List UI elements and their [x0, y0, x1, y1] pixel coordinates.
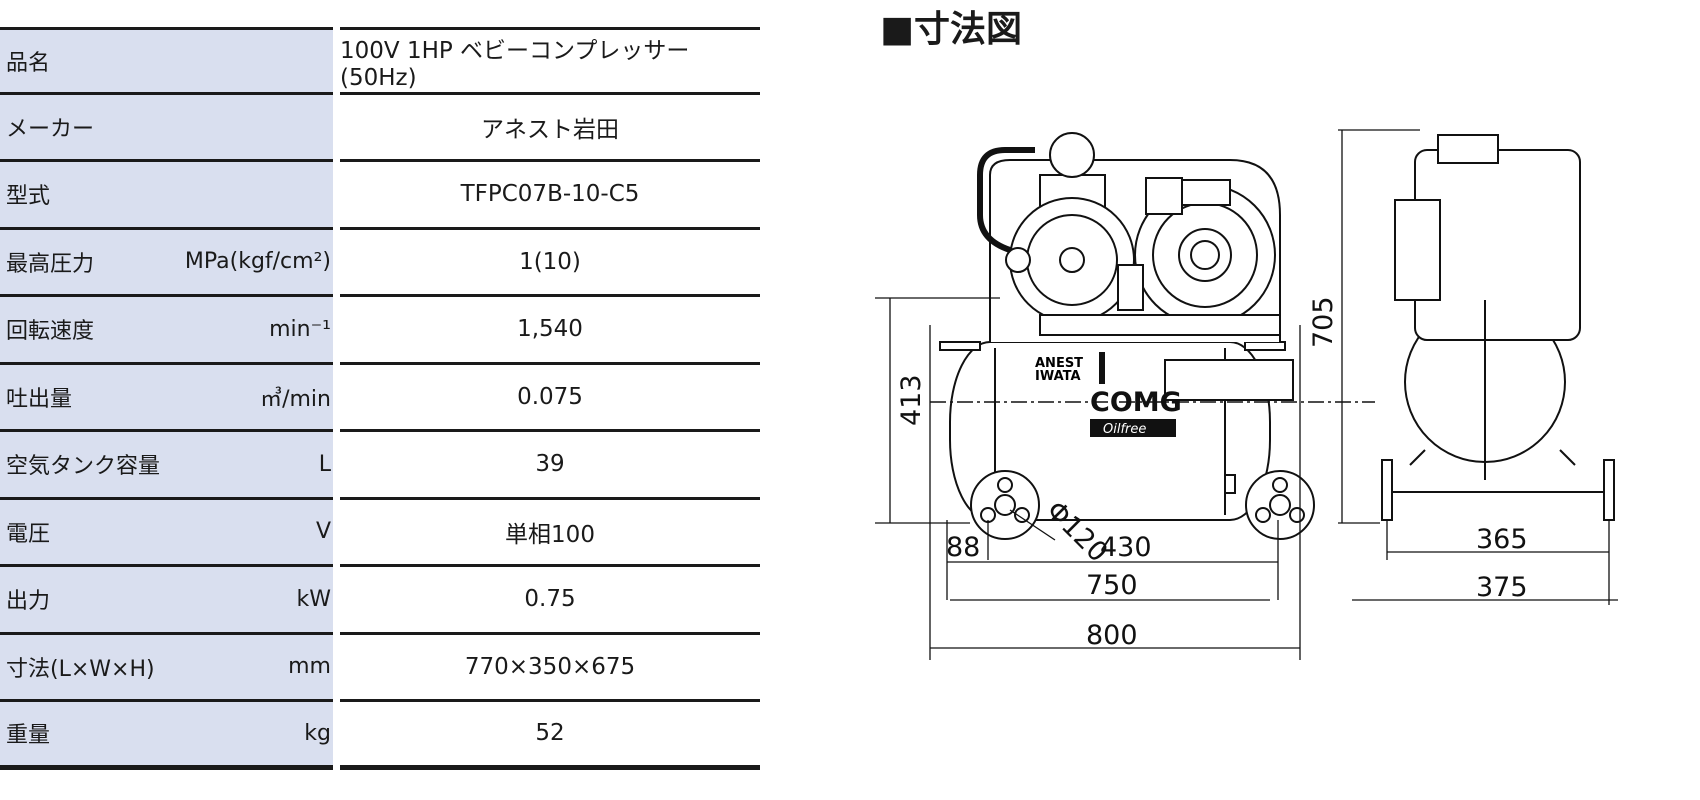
spec-label-cell: 空気タンク容量 L: [0, 432, 333, 500]
spec-label-cell: 寸法(L×W×H) mm: [0, 634, 333, 702]
brand-sub-logo: Oilfree: [1103, 422, 1146, 437]
spec-value: 0.075: [340, 365, 760, 432]
spec-label: 吐出量: [6, 386, 73, 412]
spec-row: 寸法(L×W×H) mm 770×350×675: [0, 634, 760, 702]
spec-row: 出力 kW 0.75: [0, 567, 760, 635]
front-wheel-right: [1245, 470, 1315, 540]
spec-row: 品名 100V 1HP ベビーコンプレッサー(50Hz): [0, 27, 760, 95]
front-view: [939, 132, 1315, 540]
wheelbase-dimension: 430: [1100, 532, 1152, 563]
spec-unit: L: [318, 451, 331, 477]
spec-value: 単相100: [340, 500, 760, 567]
spec-value: 1(10): [340, 230, 760, 297]
side-outer-width-dimension: 375: [1476, 572, 1528, 603]
overall-length-dimension: 800: [1086, 620, 1138, 651]
spec-label-cell: 重量 kg: [0, 702, 333, 770]
maker-logo-line2: IWATA: [1035, 369, 1081, 384]
spec-unit: ㎥/min: [260, 386, 331, 412]
side-view: [1381, 134, 1615, 521]
spec-value: 0.75: [340, 567, 760, 635]
spec-value: 52: [340, 702, 760, 770]
spec-label: 品名: [6, 50, 51, 76]
spec-label-cell: 吐出量 ㎥/min: [0, 364, 333, 432]
spec-unit: mm: [288, 654, 331, 680]
front-height-dimension: 413: [896, 374, 927, 426]
spec-row: 型式 TFPC07B-10-C5: [0, 162, 760, 230]
spec-label-cell: 回転速度 min⁻¹: [0, 297, 333, 365]
spec-row: 重量 kg 52: [0, 702, 760, 770]
spec-table: 品名 100V 1HP ベビーコンプレッサー(50Hz) メーカー アネスト岩田型式 T…: [0, 27, 760, 770]
spec-label: 重量: [6, 723, 51, 749]
spec-label: 回転速度: [6, 319, 95, 345]
spec-label-cell: 最高圧力 MPa(kgf/cm²): [0, 229, 333, 297]
pressure-gauge-icon: [1005, 247, 1031, 273]
spec-row: メーカー アネスト岩田: [0, 94, 760, 162]
spec-label-cell: 電圧 V: [0, 499, 333, 567]
spec-label-cell: 品名: [0, 27, 333, 95]
spec-value: 1,540: [340, 297, 760, 365]
spec-label: 最高圧力: [6, 251, 95, 277]
spec-label: 空気タンク容量: [6, 454, 161, 480]
spec-label: 出力: [6, 589, 51, 615]
brand-logo: COMG: [1090, 387, 1182, 418]
spec-row: 吐出量 ㎥/min 0.075: [0, 364, 760, 432]
spec-label: メーカー: [6, 116, 95, 142]
spec-row: 最高圧力 MPa(kgf/cm²) 1(10): [0, 229, 760, 297]
spec-unit: V: [315, 519, 331, 545]
spec-unit: MPa(kgf/cm²): [184, 249, 331, 275]
spec-label: 型式: [6, 184, 51, 210]
spec-label-cell: 出力 kW: [0, 567, 333, 635]
spec-label-cell: メーカー: [0, 94, 333, 162]
spec-unit: min⁻¹: [269, 316, 331, 342]
spec-row: 電圧 V 単相100: [0, 499, 760, 567]
spec-unit: kg: [304, 720, 331, 746]
spec-label: 寸法(L×W×H): [6, 656, 155, 682]
spec-value: アネスト岩田: [340, 95, 760, 162]
side-inner-width-dimension: 365: [1476, 524, 1528, 555]
spec-label-cell: 型式: [0, 162, 333, 230]
dimension-drawing-title: ■寸法図: [880, 9, 1023, 50]
tank-length-dimension: 750: [1086, 570, 1138, 601]
spec-value: 770×350×675: [340, 635, 760, 702]
front-wheel-left: [970, 470, 1040, 540]
offset-dimension: 88: [946, 532, 980, 563]
spec-label: 電圧: [6, 521, 51, 547]
dimension-drawing: ANEST IWATA COMG Oilfree 413 Φ120 88 430…: [875, 129, 1618, 660]
maker-logo-line1: ANEST: [1035, 356, 1083, 371]
spec-value: TFPC07B-10-C5: [340, 162, 760, 230]
side-height-dimension: 705: [1308, 296, 1339, 348]
spec-row: 回転速度 min⁻¹ 1,540: [0, 297, 760, 365]
spec-unit: kW: [296, 586, 332, 612]
spec-value: 100V 1HP ベビーコンプレッサー(50Hz): [340, 27, 760, 95]
spec-value: 39: [340, 432, 760, 500]
spec-row: 空気タンク容量 L 39: [0, 432, 760, 500]
